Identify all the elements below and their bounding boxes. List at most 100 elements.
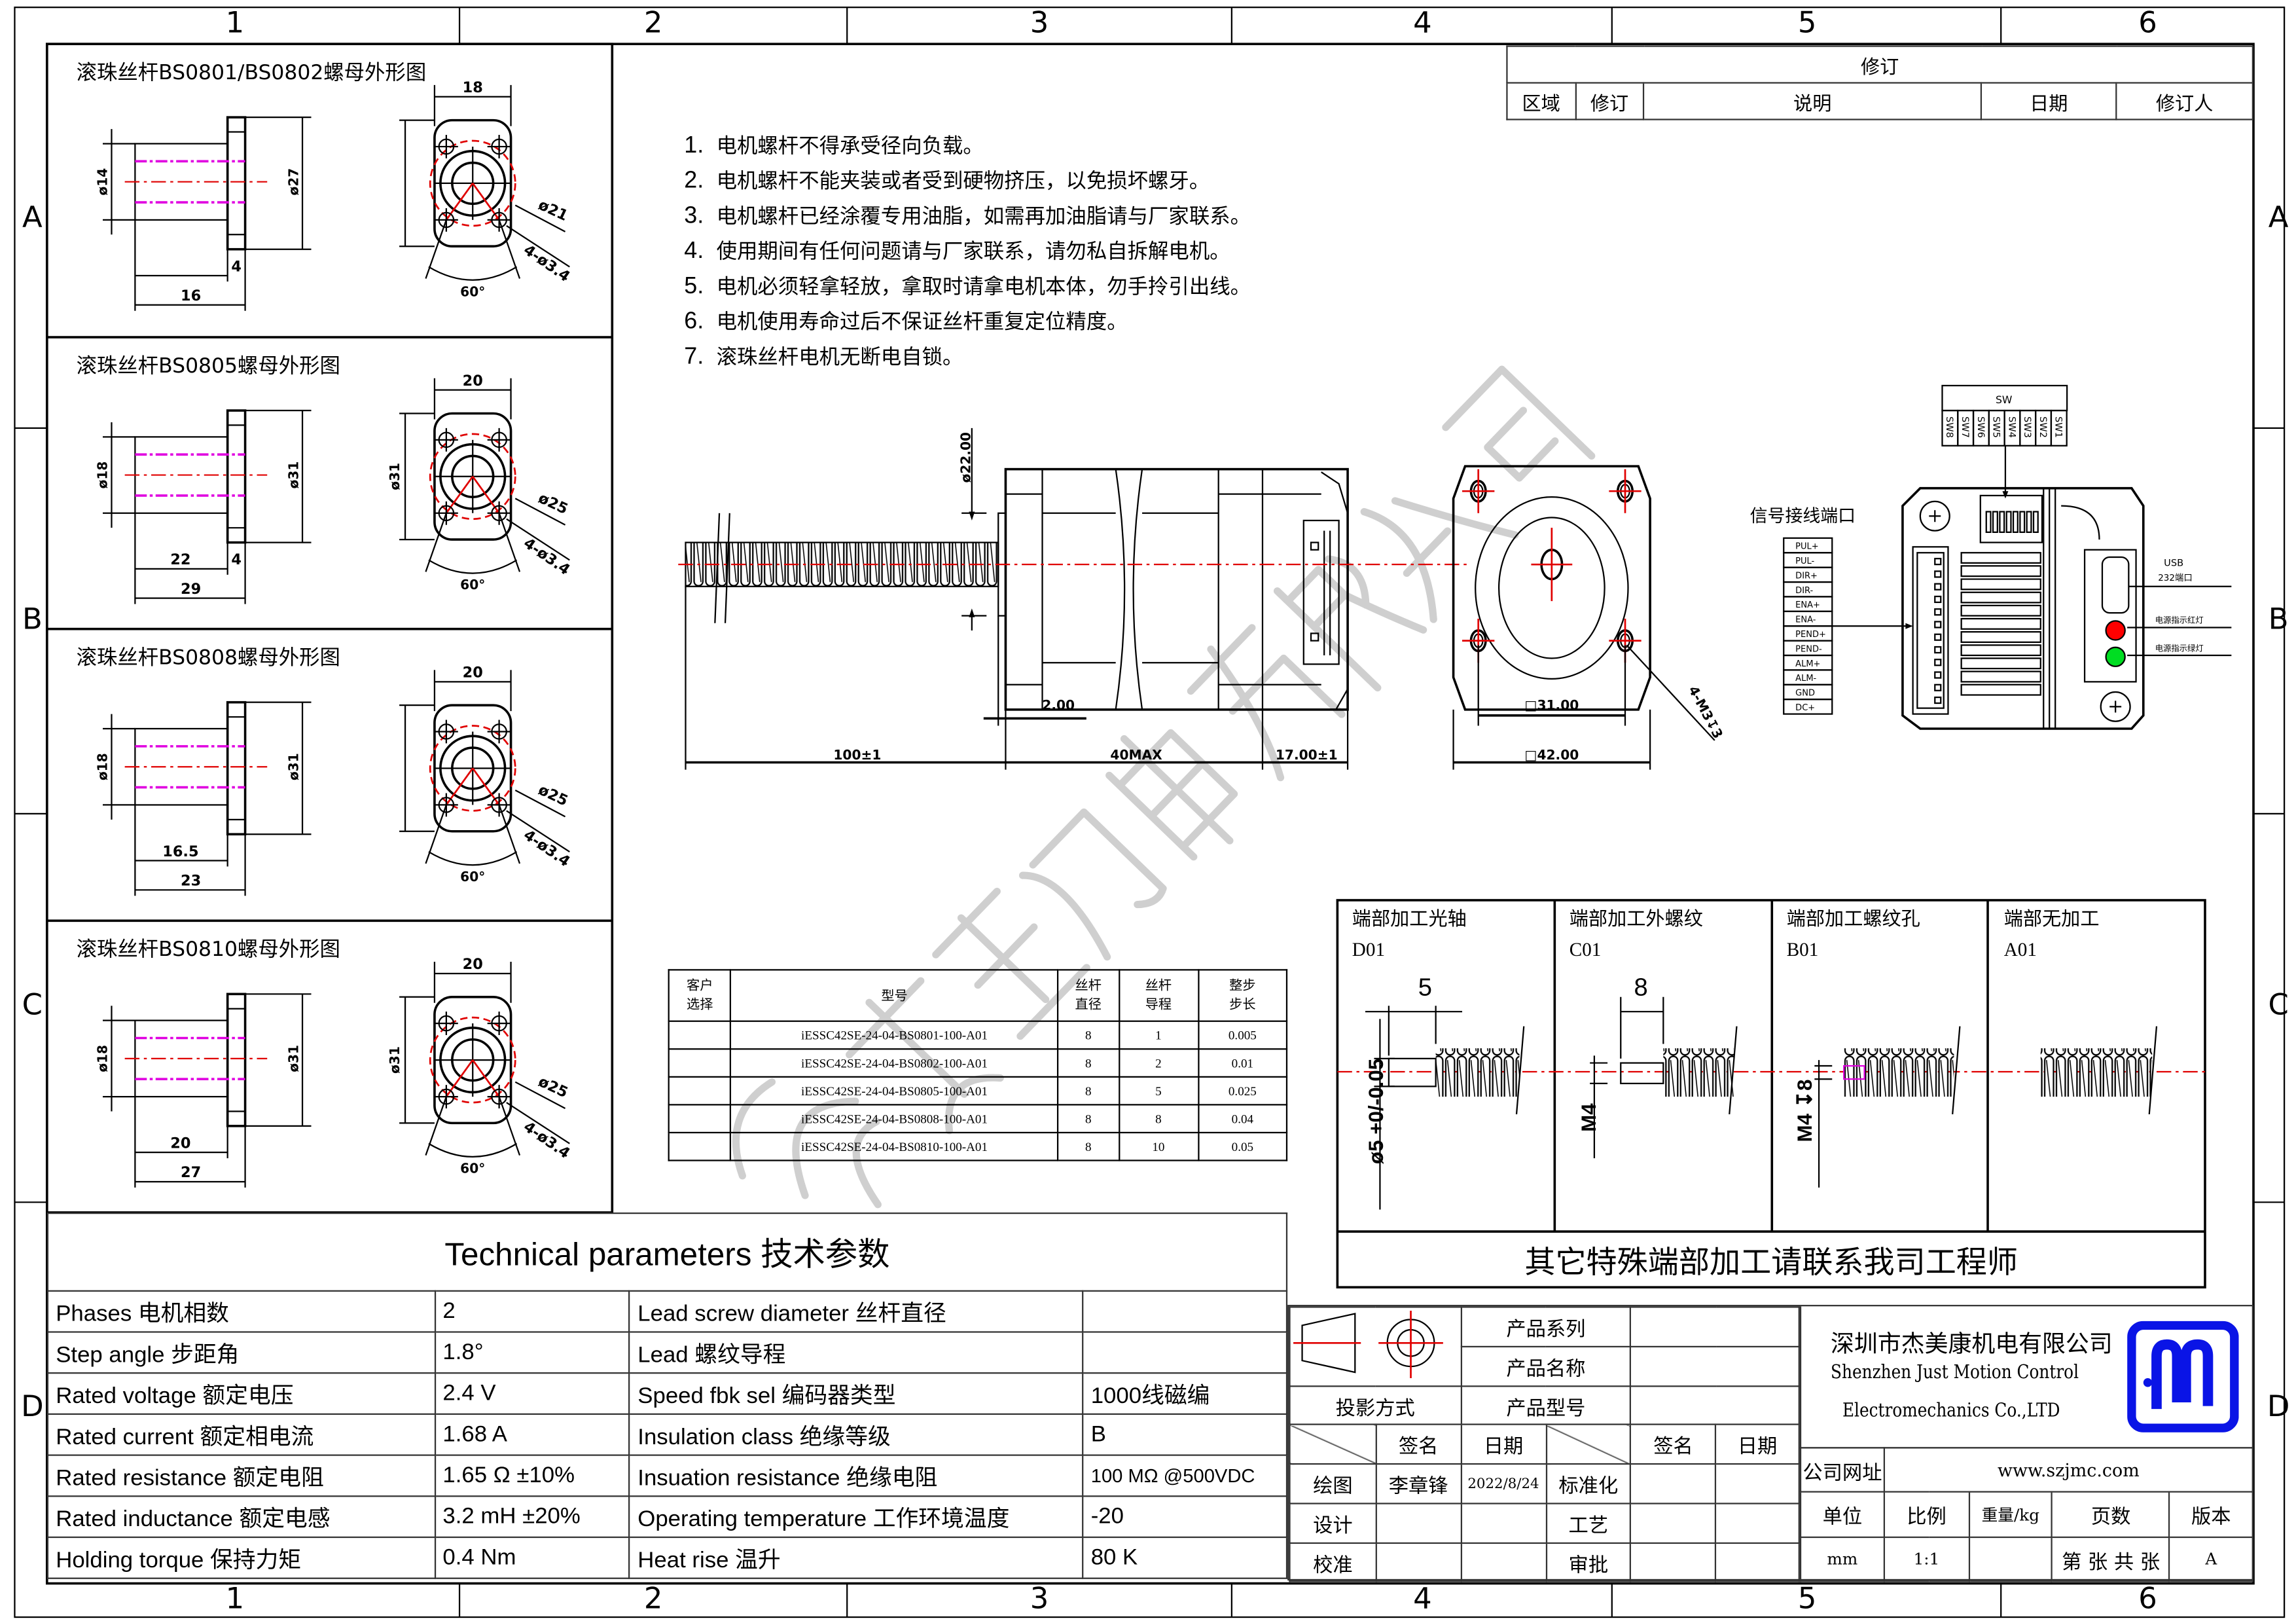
model-table-cell: 1 xyxy=(1118,1020,1199,1050)
model-table-cell: iESSC42SE-24-04-BS0808-100-A01 xyxy=(730,1104,1059,1134)
tech-params-title: Technical parameters 技术参数 xyxy=(46,1212,1288,1290)
nut-width-dim: 20 xyxy=(463,956,483,973)
revision-title: 修订 xyxy=(1506,45,2254,84)
nut-flange-dim: ø31 xyxy=(285,753,301,780)
tech-param-label: Holding torque 保持力矩 xyxy=(46,1536,436,1579)
tech-param-value: 3.2 mH ±20% xyxy=(433,1495,631,1539)
pin-label: ALM+ xyxy=(1795,659,1820,669)
body-length-dim: 40MAX xyxy=(1110,747,1162,763)
sign-header-2: 签名 xyxy=(1630,1423,1717,1465)
sw-label: SW2 xyxy=(2037,416,2049,438)
tech-param-value: 100 MΩ @500VDC xyxy=(1082,1454,1288,1497)
sw-label: SW1 xyxy=(2053,416,2064,438)
note-number: 1. xyxy=(684,133,704,158)
end-type-code: B01 xyxy=(1786,938,1819,960)
date-header: 日期 xyxy=(1460,1423,1547,1465)
end-type-code: A01 xyxy=(2003,938,2037,960)
note-item: 1.电机螺杆不得承受径向负载。 xyxy=(684,129,1251,164)
sign-header: 签名 xyxy=(1375,1423,1462,1465)
sw-label: SW8 xyxy=(1944,416,1955,438)
unit-label: 单位 xyxy=(1799,1491,1885,1539)
tech-param-label: Lead screw diameter 丝杆直径 xyxy=(628,1290,1084,1333)
end-type-code: C01 xyxy=(1569,938,1602,960)
end-diameter-dim: M4 xyxy=(1576,1103,1600,1132)
website[interactable]: www.szjmc.com xyxy=(1883,1447,2254,1493)
weight-value xyxy=(1968,1536,2053,1582)
tech-param-label: Rated inductance 额定电感 xyxy=(46,1495,436,1539)
projection-symbol xyxy=(1289,1306,1462,1387)
model-table-header: 丝杆 导程 xyxy=(1118,969,1199,1022)
square-dim: □42.00 xyxy=(1524,747,1579,763)
sw-label: SW3 xyxy=(2022,416,2033,438)
tech-param-value: B xyxy=(1082,1413,1288,1456)
company-name-en-1: Shenzhen Just Motion Control xyxy=(1831,1362,2079,1384)
nut-body-length-dim: 20 xyxy=(170,1135,190,1152)
bolt-square-dim: □31.00 xyxy=(1524,697,1579,713)
model-table-cell: 8 xyxy=(1118,1104,1199,1134)
nut-pcd-dim: ø21 xyxy=(535,196,570,225)
customer-select-cell[interactable] xyxy=(668,1020,732,1050)
model-table-cell: 0.05 xyxy=(1197,1131,1288,1161)
revision-column-header: 日期 xyxy=(1981,82,2117,120)
standard-label: 标准化 xyxy=(1545,1463,1632,1504)
nut-body-length-dim: 16.5 xyxy=(162,843,198,860)
version-value: A xyxy=(2168,1536,2253,1582)
customer-select-cell[interactable] xyxy=(668,1048,732,1078)
note-item: 4.使用期间有任何问题请与厂家联系，请勿私自拆解电机。 xyxy=(684,234,1251,270)
process-label: 工艺 xyxy=(1545,1503,1632,1544)
sw-title: SW xyxy=(1996,393,2012,406)
model-table-cell: iESSC42SE-24-04-BS0810-100-A01 xyxy=(730,1131,1059,1161)
tech-param-label: Phases 电机相数 xyxy=(46,1290,436,1333)
customer-select-cell[interactable] xyxy=(668,1131,732,1161)
model-table-header: 客户 选择 xyxy=(668,969,732,1022)
customer-select-cell[interactable] xyxy=(668,1076,732,1106)
customer-select-cell[interactable] xyxy=(668,1104,732,1134)
model-table-cell: 8 xyxy=(1057,1076,1120,1106)
model-table-cell: 8 xyxy=(1057,1131,1120,1161)
note-number: 5. xyxy=(684,274,704,299)
end-type-title: 端部加工螺纹孔 xyxy=(1786,909,1920,932)
note-number: 6. xyxy=(684,309,704,335)
company-logo xyxy=(2127,1321,2239,1432)
tech-param-label: Rated current 额定相电流 xyxy=(46,1413,436,1456)
nut-title: 滚珠丝杆BS0810螺母外形图 xyxy=(77,938,340,961)
tech-param-value: -20 xyxy=(1082,1495,1288,1539)
note-text: 电机使用寿命过后不保证丝杆重复定位精度。 xyxy=(716,310,1128,335)
zone-column-label: 6 xyxy=(2138,1581,2157,1616)
scale-value: 1:1 xyxy=(1883,1536,1970,1582)
model-table-cell: iESSC42SE-24-04-BS0802-100-A01 xyxy=(730,1048,1059,1078)
signal-port-label: 信号接线端口 xyxy=(1750,506,1856,526)
nut-front-diameter-dim: ø31 xyxy=(387,1046,403,1074)
note-number: 3. xyxy=(684,204,704,229)
note-text: 滚珠丝杆电机无断电自锁。 xyxy=(716,346,963,370)
zone-row-label: D xyxy=(2267,1389,2290,1423)
model-table-cell: 0.04 xyxy=(1197,1104,1288,1134)
note-text: 电机必须轻拿轻放，拿取时请拿电机本体，勿手拎引出线。 xyxy=(716,276,1251,299)
motor-side-view: ø22.00 2.00 100±1 40MAX 17.00±1 xyxy=(678,428,1469,770)
nut-flange-thickness-dim: 4 xyxy=(231,258,242,275)
usb-port-label: 232端口 xyxy=(2158,573,2193,583)
note-item: 7.滚珠丝杆电机无断电自锁。 xyxy=(684,340,1251,376)
tech-param-label: Insuation resistance 绝缘电阻 xyxy=(628,1454,1084,1497)
nut-total-length-dim: 29 xyxy=(181,581,201,598)
model-table-header: 整步 步长 xyxy=(1197,969,1288,1022)
nut-bore-dim: ø18 xyxy=(95,753,111,780)
pin-label: PEND+ xyxy=(1795,630,1826,640)
rear-length-dim: 17.00±1 xyxy=(1276,747,1338,763)
pin-label: ENA- xyxy=(1795,615,1816,625)
pin-label: ALM- xyxy=(1795,674,1816,684)
